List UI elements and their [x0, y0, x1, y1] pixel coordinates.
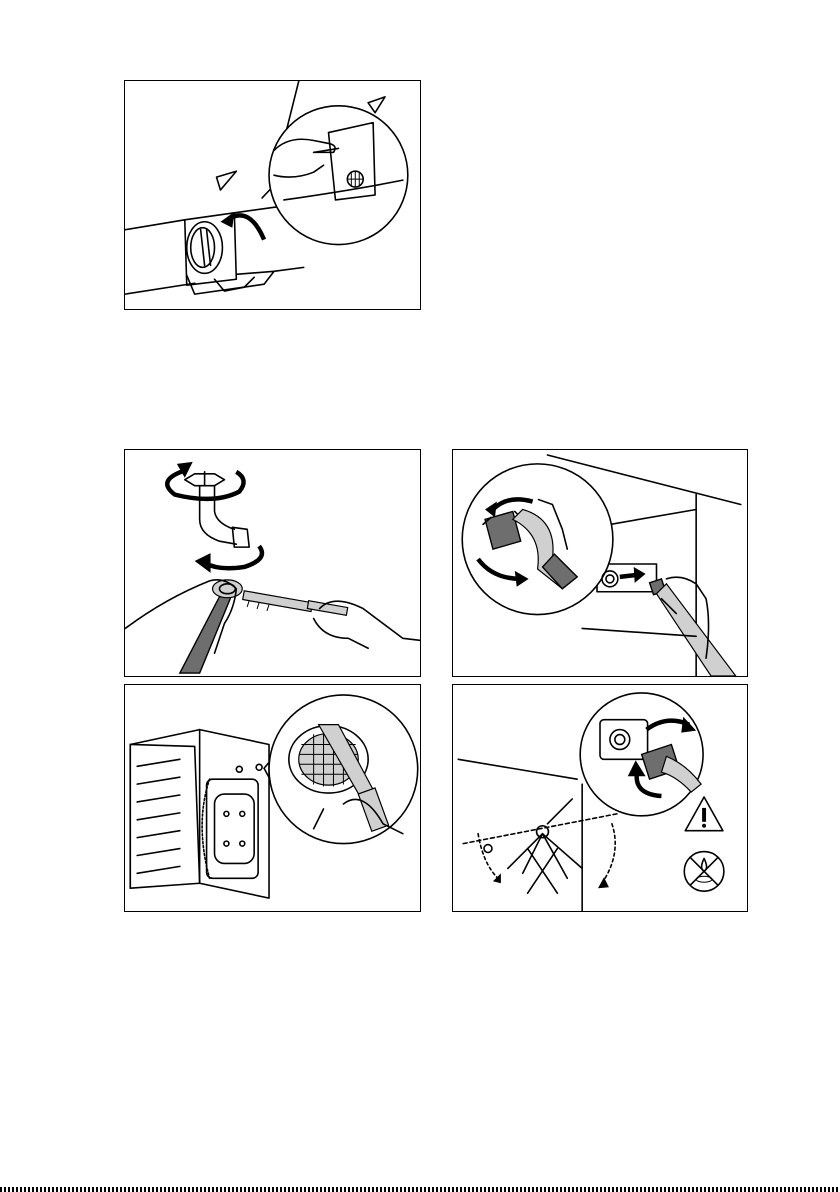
washing-machine-icon [130, 730, 269, 899]
hose-refit-illustration [453, 685, 747, 911]
figure-valve-filter-clean [124, 684, 421, 912]
hose-unscrew-illustration [453, 450, 747, 676]
brush-icon [243, 591, 348, 616]
figure-filter-flap [124, 80, 421, 310]
triangle-marker-icon [216, 171, 236, 190]
tap-clean-illustration [125, 450, 420, 676]
rotate-arrow-icon [205, 546, 262, 568]
warning-triangle-icon [685, 797, 723, 831]
figure-hose-unscrew [452, 449, 748, 677]
figure-hose-refit [452, 684, 748, 912]
figure-tap-clean [124, 449, 421, 677]
hose-icon [180, 580, 242, 673]
page-bottom-rule [0, 1187, 840, 1192]
filter-flap-illustration [125, 81, 420, 309]
valve-filter-clean-illustration [125, 685, 420, 911]
triangle-marker-icon [368, 97, 385, 113]
no-leak-icon [684, 852, 724, 892]
water-tap-icon [185, 472, 249, 547]
hose-connector-icon [508, 799, 582, 893]
